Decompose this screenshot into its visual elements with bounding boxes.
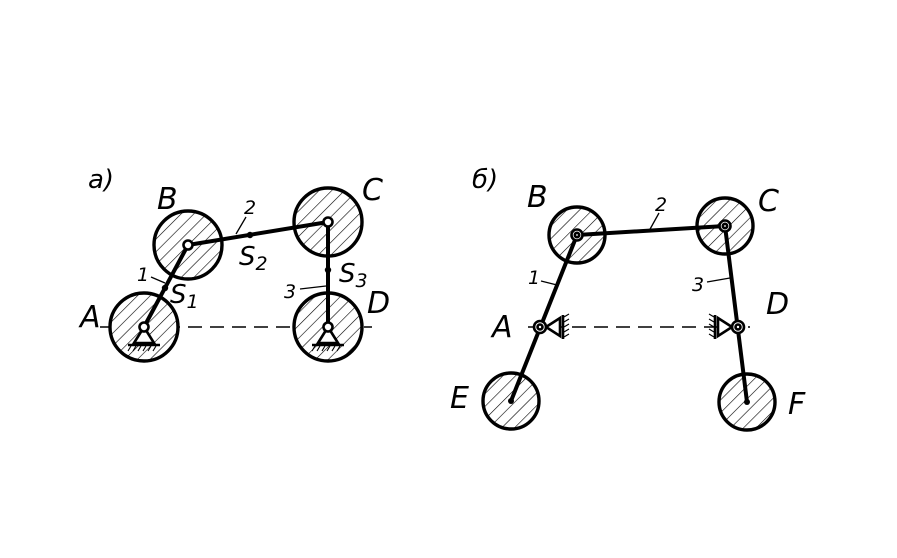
panel-a-leader-2 (235, 216, 247, 235)
panel-a-com-S2 (246, 231, 254, 239)
panel-b: б) (450, 165, 806, 432)
panel-a-label: a) (88, 165, 114, 195)
panel-a-joint-B (182, 239, 194, 251)
panel-b-support-A (543, 313, 570, 339)
panel-b-joint-C (721, 222, 729, 230)
panel-b-point-A: A (490, 310, 513, 345)
panel-b-link-1 (509, 233, 579, 403)
panel-a-support-A (127, 324, 160, 352)
panel-a-point-B: B (157, 182, 178, 217)
panel-b-point-D: D (766, 287, 789, 322)
panel-a-leader-3 (299, 285, 327, 290)
panel-a-link-label-3: 3 (284, 281, 296, 303)
panel-a-link-label-2: 2 (244, 197, 256, 219)
panel-b-leader-2 (648, 212, 660, 232)
panel-b-link-label-1: 1 (528, 267, 540, 289)
panel-a-point-D: D (367, 286, 390, 321)
panel-b-point-F: F (788, 387, 806, 422)
panel-a-point-C: C (362, 173, 383, 208)
panel-a: a) (78, 165, 390, 363)
panel-a-joint-D (322, 321, 334, 333)
panel-b-link-label-3: 3 (692, 274, 704, 296)
panel-b-leader-1 (540, 280, 558, 286)
panel-a-label-S3: S3 (339, 259, 368, 292)
panel-b-point-C: C (758, 184, 779, 219)
panel-b-support-D (708, 313, 735, 339)
panel-b-point-F-dot (744, 399, 750, 405)
panel-a-point-A: A (78, 300, 101, 335)
panel-b-link-3 (723, 224, 749, 404)
panel-b-joint-B (573, 231, 581, 239)
panel-b-joint-D (734, 323, 742, 331)
panel-a-com-S3 (324, 266, 332, 274)
panel-b-link-label-2: 2 (655, 194, 667, 216)
panel-b-point-B: B (527, 180, 548, 215)
panel-b-leader-3 (706, 277, 731, 283)
panel-b-joint-A (536, 323, 544, 331)
panel-b-point-E-dot (508, 398, 514, 404)
panel-b-label: б) (472, 165, 498, 195)
panel-a-joint-C (322, 216, 334, 228)
panel-a-label-S1: S1 (170, 280, 199, 313)
panel-a-link-2 (186, 220, 330, 247)
panel-a-com-S1 (161, 284, 169, 292)
panel-b-link-2 (575, 224, 727, 237)
panel-a-leader-1 (150, 276, 166, 284)
panel-a-label-S2: S2 (239, 242, 268, 275)
panel-a-link-label-1: 1 (137, 264, 149, 286)
panel-a-support-D (311, 324, 344, 352)
panel-a-joint-A (138, 321, 150, 333)
panel-b-point-E: E (450, 381, 469, 416)
